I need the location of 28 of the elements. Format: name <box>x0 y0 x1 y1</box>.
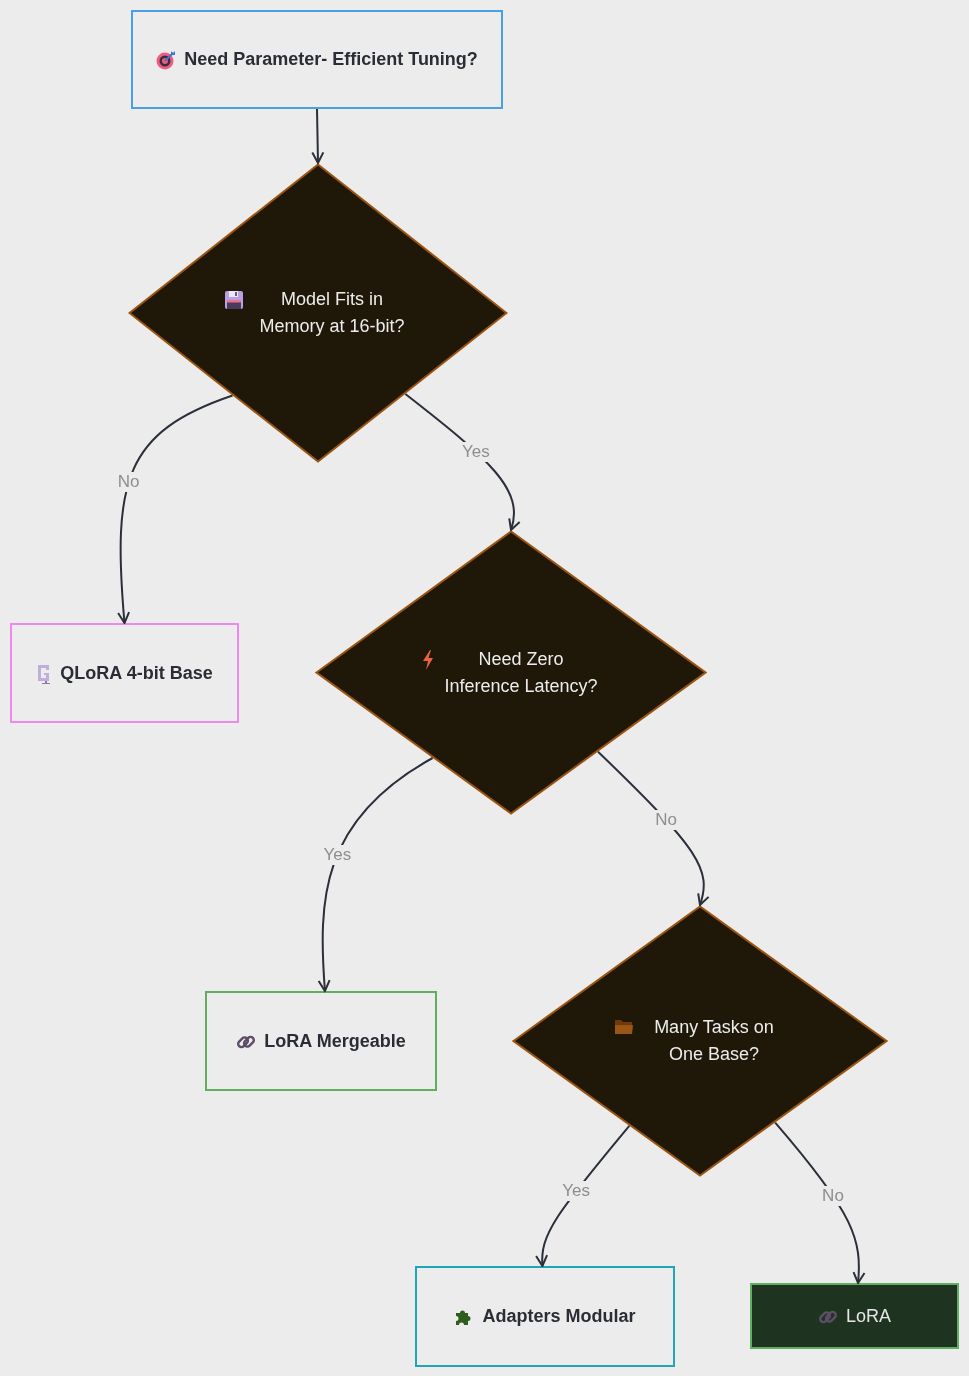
result-text: Adapters Modular <box>482 1305 636 1328</box>
arrow <box>535 1124 631 1267</box>
result-box <box>10 623 239 723</box>
arrow <box>774 1121 866 1284</box>
arrow <box>317 757 434 992</box>
edge-label: No <box>820 1185 846 1206</box>
result-text: LoRA Mergeable <box>264 1029 406 1053</box>
arrow <box>597 750 710 906</box>
decision-diamond <box>315 530 707 815</box>
arrow <box>404 393 520 531</box>
result-text: LoRA <box>846 1304 891 1328</box>
question-text: Need Parameter- Efficient Tuning? <box>184 48 478 71</box>
result-box <box>415 1266 675 1367</box>
arrow <box>311 108 325 164</box>
question-text: Many Tasks on One Base? <box>653 1016 775 1066</box>
arrow <box>117 394 234 624</box>
question-text: Model Fits in Memory at 16-bit? <box>258 288 406 338</box>
decision-diamond <box>128 163 508 463</box>
question-text: Need Zero Inference Latency? <box>443 647 599 698</box>
question-box <box>131 10 503 109</box>
edge-label: Yes <box>560 1181 592 1202</box>
result-text: QLoRA 4-bit Base <box>60 661 213 685</box>
result-box <box>205 991 437 1091</box>
decision-diamond <box>512 905 888 1177</box>
edge-label: Yes <box>460 441 492 462</box>
edge-label: No <box>653 810 680 831</box>
result-box <box>750 1283 959 1349</box>
edge-label: Yes <box>321 844 354 865</box>
